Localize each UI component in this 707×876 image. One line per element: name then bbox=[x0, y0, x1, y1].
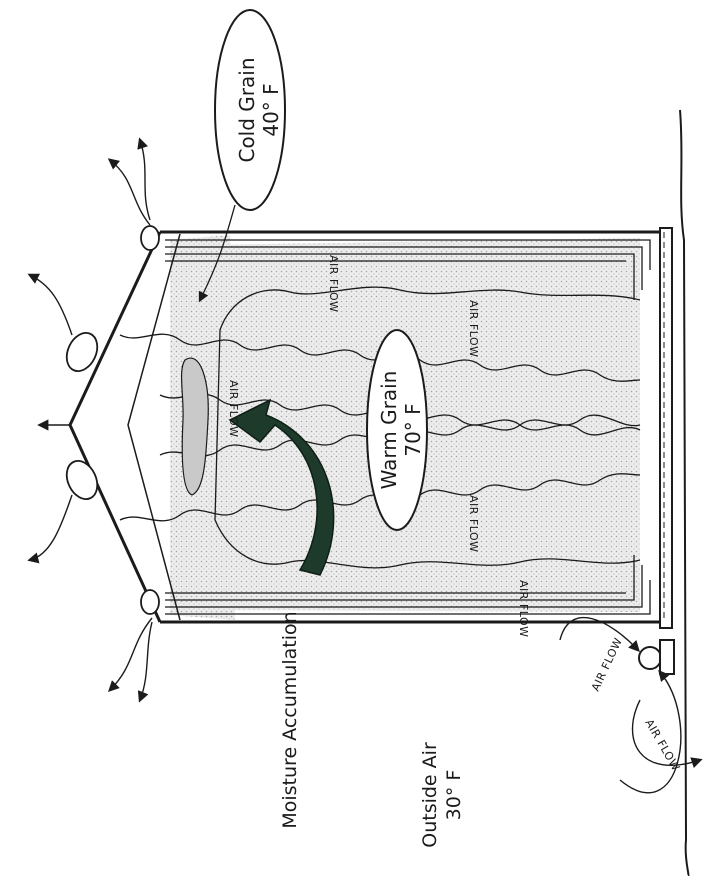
warm-grain-label: Warm Grain bbox=[377, 371, 401, 490]
warm-grain-temp: 70° F bbox=[401, 403, 425, 456]
air-flow-label-upper-mid: AIR FLOW bbox=[467, 300, 480, 358]
ground-line bbox=[680, 110, 688, 876]
outside-air-label: Outside Air bbox=[419, 742, 441, 848]
air-flow-label-center: AIR FLOW bbox=[227, 380, 240, 438]
air-flow-label-top: AIR FLOW bbox=[327, 255, 340, 313]
air-flow-label-bottom: AIR FLOW bbox=[517, 580, 530, 638]
outside-air-temp: 30° F bbox=[443, 770, 465, 821]
air-flow-label-fan-1: AIR FLOW bbox=[589, 636, 625, 694]
cold-grain-temp: 40° F bbox=[259, 83, 283, 136]
air-flow-label-lower-mid: AIR FLOW bbox=[467, 495, 480, 553]
fan-assembly bbox=[639, 640, 674, 674]
roof-vents bbox=[61, 226, 159, 614]
cold-grain-label: Cold Grain bbox=[235, 57, 259, 162]
moisture-label: Moisture Accumulation bbox=[279, 611, 301, 828]
exhaust-arrows bbox=[30, 140, 152, 700]
